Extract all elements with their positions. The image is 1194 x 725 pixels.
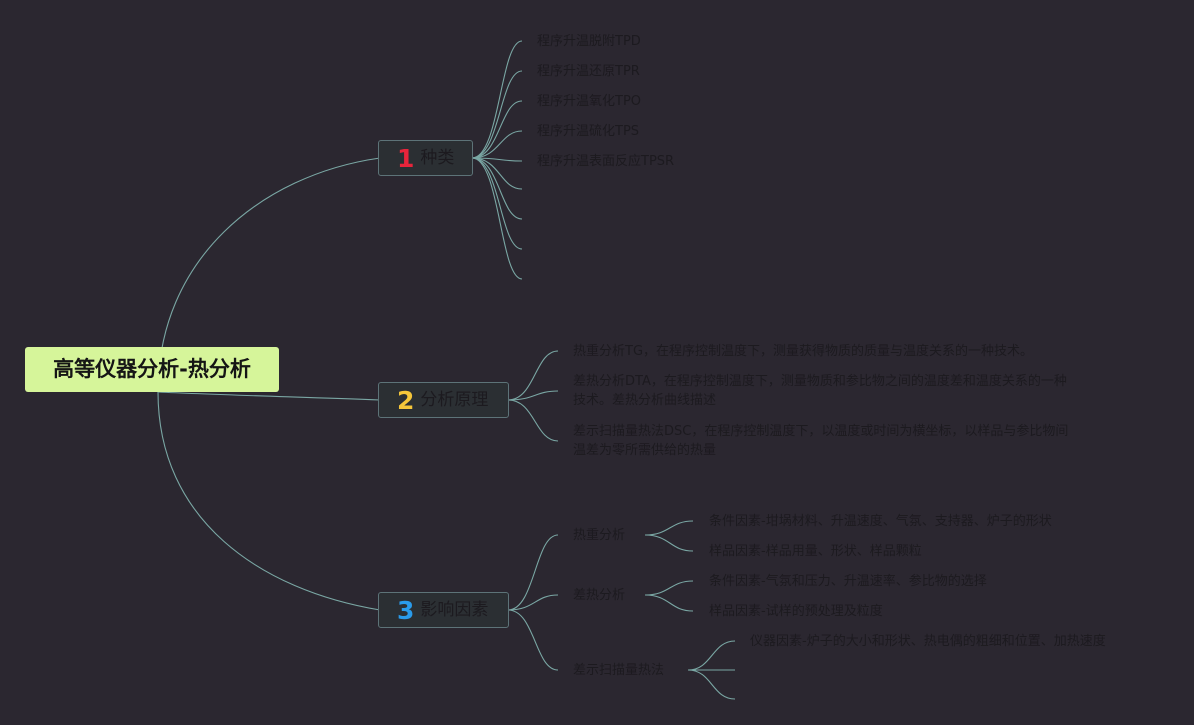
group-label-dsc[interactable]: 差示扫描量热法	[573, 663, 665, 678]
branch-principle[interactable]: 2 分析原理	[378, 382, 509, 418]
list-item[interactable]: 差热分析DTA，在程序控制温度下，测量物质和参比物之间的温度差和温度关系的一种技…	[573, 374, 1067, 408]
link-g3-empty2	[687, 669, 736, 700]
list-item[interactable]: 条件因素-坩埚材料、升温速度、气氛、支持器、炉子的形状	[709, 514, 1052, 529]
link-b1-item4	[471, 130, 523, 159]
number-three-icon: 3	[397, 595, 415, 625]
branch-label: 种类	[420, 147, 455, 168]
link-b2-item3	[507, 399, 559, 442]
list-item[interactable]: 样品因素-试样的预处理及粒度	[709, 604, 883, 619]
link-g2-item1	[644, 580, 694, 596]
group-label-tg[interactable]: 热重分析	[573, 528, 626, 543]
list-item[interactable]: 仪器因素-炉子的大小和形状、热电偶的粗细和位置、加热速度	[750, 634, 1106, 649]
link-b3-group3	[507, 609, 559, 671]
group-label-dta[interactable]: 差热分析	[573, 588, 626, 603]
list-item[interactable]: 条件因素-气氛和压力、升温速率、参比物的选择	[709, 574, 987, 589]
link-root-branch1	[157, 157, 381, 393]
list-item[interactable]: 样品因素-样品用量、形状、样品颗粒	[709, 544, 922, 559]
link-g3-item1	[687, 640, 736, 671]
list-item[interactable]: 程序升温还原TPR	[537, 64, 640, 79]
link-b3-group2	[507, 594, 559, 611]
branch-label: 影响因素	[420, 599, 489, 620]
branch-types[interactable]: 1 种类	[378, 140, 473, 176]
list-item[interactable]: 程序升温脱附TPD	[537, 34, 641, 49]
list-item[interactable]: 程序升温表面反应TPSR	[537, 154, 675, 169]
branch-factors[interactable]: 3 影响因素	[378, 592, 509, 628]
list-item[interactable]: 程序升温氧化TPO	[537, 94, 642, 109]
link-b1-item2	[471, 70, 523, 159]
link-g1-item2	[644, 534, 694, 552]
link-g2-item2	[644, 594, 694, 612]
link-b1-item3	[471, 100, 523, 159]
link-b2-item1	[507, 350, 559, 401]
link-b1-item1	[471, 40, 523, 159]
link-b1-empty2	[471, 157, 523, 220]
link-b2-item2	[507, 390, 559, 401]
link-b1-empty4	[471, 157, 523, 280]
link-g1-item1	[644, 520, 694, 536]
number-two-icon: 2	[397, 385, 415, 415]
link-root-branch2	[157, 391, 381, 401]
branch-label: 分析原理	[420, 389, 489, 410]
number-one-icon: 1	[397, 143, 415, 173]
list-item[interactable]: 差示扫描量热法DSC，在程序控制温度下，以温度或时间为横坐标，以样品与参比物间温…	[573, 424, 1069, 458]
root-topic[interactable]: 高等仪器分析-热分析	[25, 347, 279, 392]
list-item[interactable]: 热重分析TG，在程序控制温度下，测量获得物质的质量与温度关系的一种技术。	[573, 344, 1034, 359]
link-b3-group1	[507, 534, 559, 611]
link-root-branch3	[157, 391, 381, 611]
list-item[interactable]: 程序升温硫化TPS	[537, 124, 640, 139]
